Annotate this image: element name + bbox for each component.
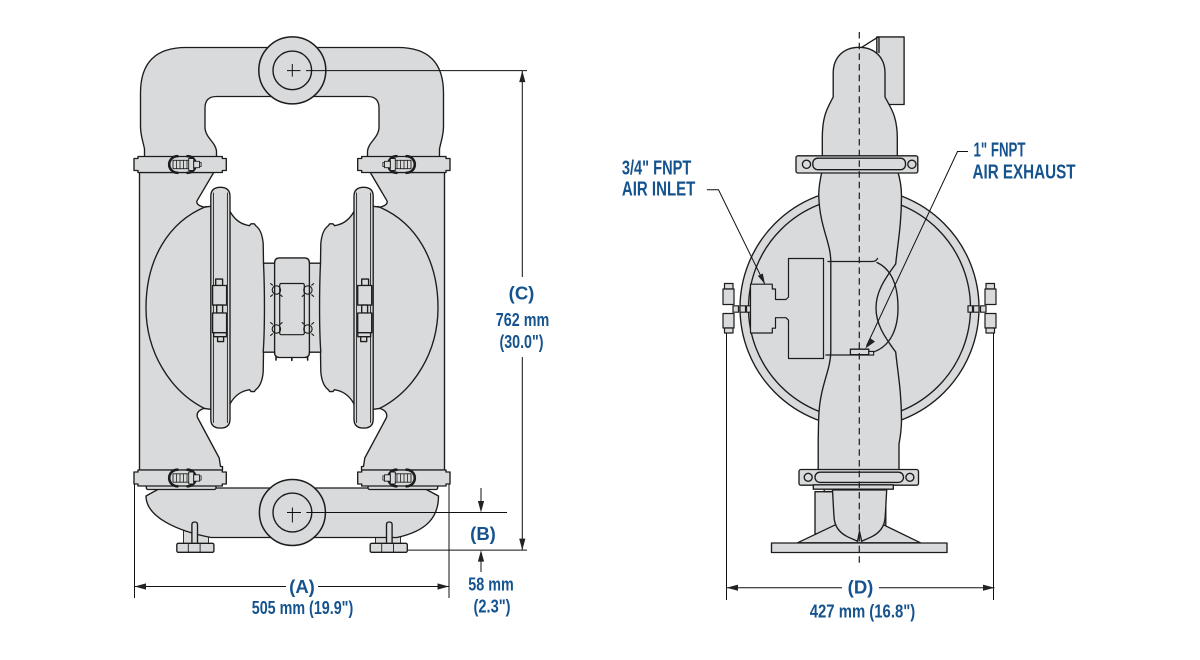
svg-text:(B): (B)	[470, 523, 496, 544]
svg-text:427 mm (16.8"): 427 mm (16.8")	[810, 600, 916, 621]
svg-text:58 mm: 58 mm	[468, 574, 514, 595]
svg-text:(C): (C)	[509, 283, 535, 304]
svg-text:AIR EXHAUST: AIR EXHAUST	[973, 162, 1076, 184]
svg-text:(A): (A)	[289, 576, 315, 597]
svg-text:(30.0"): (30.0")	[500, 331, 544, 352]
svg-text:3/4" FNPT: 3/4" FNPT	[622, 158, 692, 180]
svg-text:AIR INLET: AIR INLET	[622, 179, 696, 201]
svg-text:(2.3"): (2.3")	[474, 595, 511, 616]
svg-text:505 mm (19.9"): 505 mm (19.9")	[252, 597, 354, 618]
svg-text:762 mm: 762 mm	[496, 309, 550, 330]
svg-text:(D): (D)	[848, 576, 874, 597]
svg-text:1" FNPT: 1" FNPT	[974, 140, 1026, 162]
